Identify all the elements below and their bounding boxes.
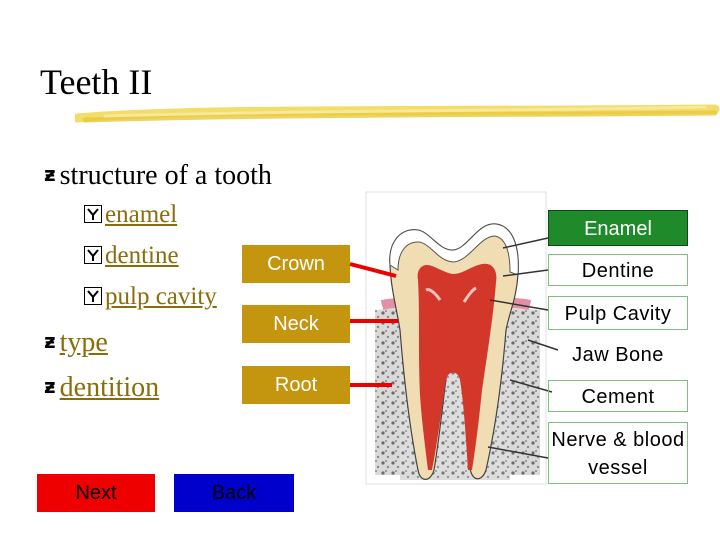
region-label-neck: Neck: [242, 305, 350, 343]
y-bullet-icon: [84, 246, 102, 264]
part-label-nerve: Nerve & blood vessel: [548, 422, 688, 484]
pulp-cavity: [417, 263, 497, 470]
part-label-enamel: Enamel: [548, 210, 688, 246]
jaw-bone-left: [375, 308, 400, 475]
slide-title: Teeth II: [40, 62, 153, 102]
heading-text: structure of a tooth: [59, 160, 272, 191]
link-dentition-label[interactable]: dentition: [59, 372, 160, 403]
sub-item-pulp-cavity[interactable]: pulp cavity: [84, 282, 217, 312]
cement-leader-line: [509, 379, 553, 393]
sub-item-label[interactable]: enamel: [105, 201, 178, 228]
diagram-frame: [365, 191, 547, 485]
back-button[interactable]: Back: [174, 474, 294, 512]
dentine-leader-line: [502, 269, 549, 277]
jawbone-leader-line: [527, 339, 559, 351]
sub-item-label[interactable]: dentine: [105, 242, 179, 269]
y-bullet-icon: [84, 287, 102, 305]
pulp-leader-line: [489, 299, 549, 311]
next-button[interactable]: Next: [37, 474, 155, 512]
z-bullet-icon: ƶ: [44, 162, 56, 186]
nerve-leader-line: [487, 446, 549, 459]
enamel-leader-line: [502, 237, 549, 249]
z-bullet-icon: ƶ: [44, 329, 56, 353]
jaw-bone-right: [510, 308, 540, 475]
tooth-diagram: [365, 191, 547, 485]
tooth-enamel: [389, 223, 519, 276]
part-label-jaw-bone: Jaw Bone: [572, 344, 664, 366]
z-bullet-icon: ƶ: [44, 374, 56, 398]
region-label-crown: Crown: [242, 245, 350, 283]
part-label-dentine: Dentine: [548, 254, 688, 286]
part-label-cement: Cement: [548, 380, 688, 412]
region-label-root: Root: [242, 366, 350, 404]
part-label-pulp-cavity: Pulp Cavity: [548, 296, 688, 330]
title-underline-brush: [75, 104, 720, 123]
pulp-highlight: [425, 286, 477, 303]
crown-pointer-line: [349, 262, 397, 278]
sub-item-label[interactable]: pulp cavity: [105, 283, 217, 310]
y-bullet-icon: [84, 205, 102, 223]
sub-item-enamel[interactable]: enamel: [84, 200, 177, 230]
sub-item-dentine[interactable]: dentine: [84, 241, 179, 271]
link-type-label[interactable]: type: [59, 327, 108, 358]
